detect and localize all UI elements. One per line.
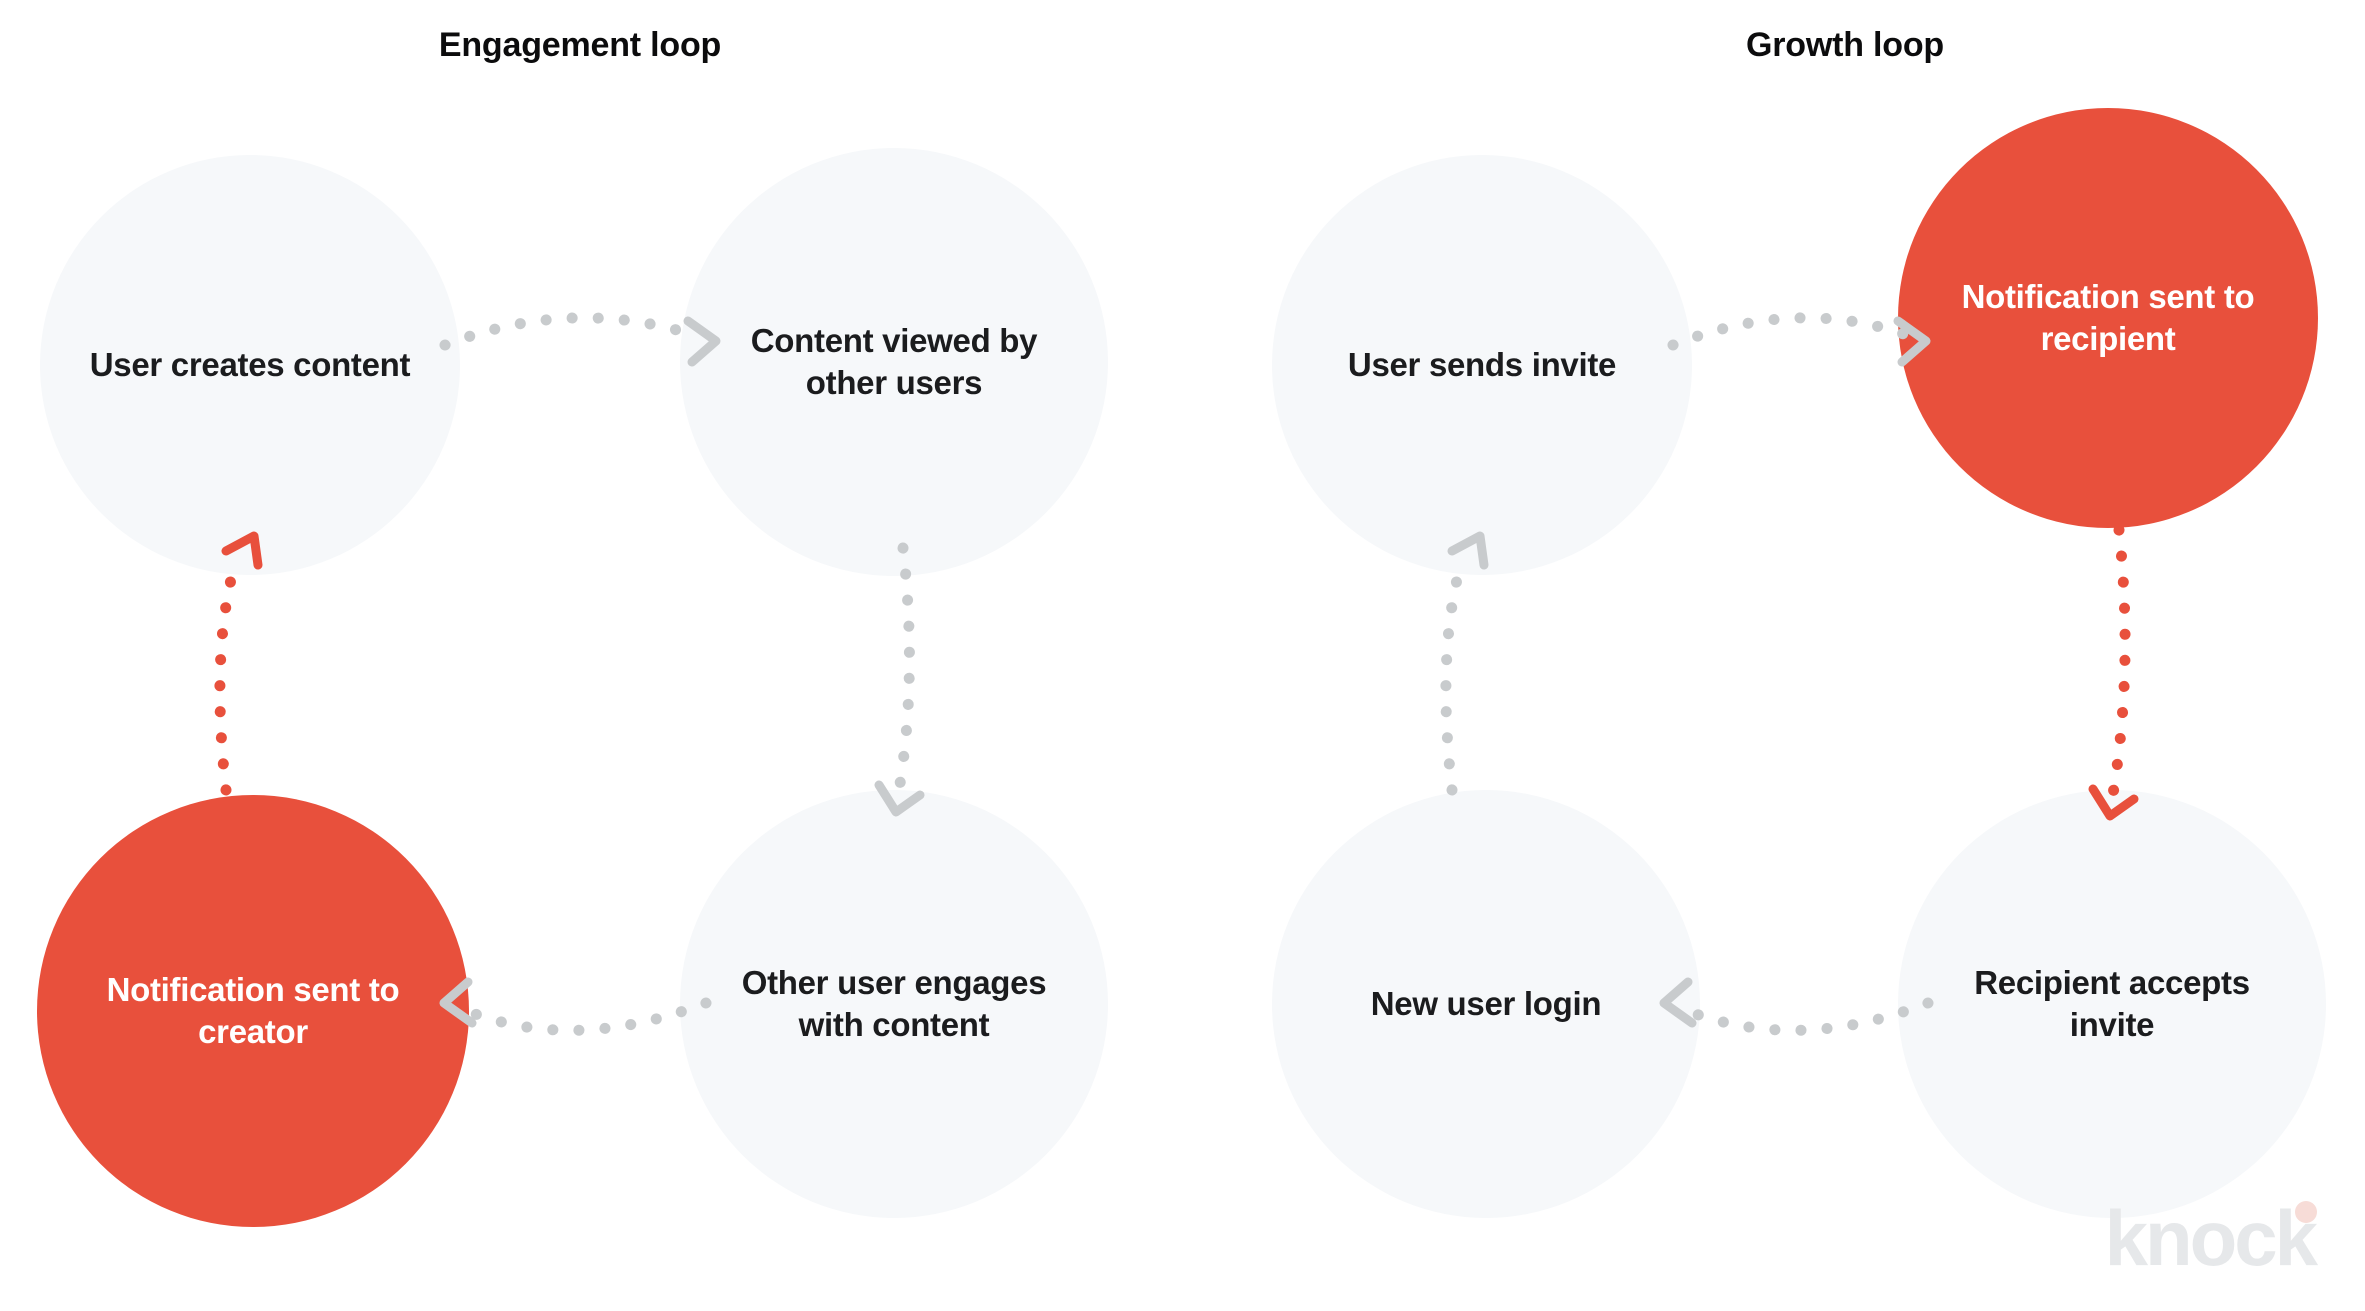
- knock-logo: knock: [2104, 1194, 2318, 1282]
- node-label: Recipient accepts invite: [1974, 963, 2250, 1043]
- edge-viewed-to-engages: [874, 542, 925, 817]
- node-user-sends-invite[interactable]: User sends invite: [1272, 155, 1692, 575]
- node-label: Content viewed by other users: [750, 321, 1038, 401]
- node-recipient-accepts-invite[interactable]: Recipient accepts invite: [1898, 790, 2326, 1218]
- node-label: Notification sent to recipient: [1961, 277, 2255, 357]
- node-notification-sent-to-recipient[interactable]: Notification sent to recipient: [1898, 108, 2318, 528]
- edge-engages-to-notification-creator: [439, 977, 712, 1036]
- knock-logo-dot: [2295, 1201, 2317, 1223]
- edge-notification-recipient-to-accepts: [2088, 524, 2139, 821]
- node-label: User sends invite: [1347, 345, 1617, 383]
- node-content-viewed-by-other-users[interactable]: Content viewed by other users: [680, 148, 1108, 576]
- edge-invite-to-notification-recipient: [1667, 312, 1931, 367]
- node-new-user-login[interactable]: New user login: [1272, 790, 1700, 1218]
- edge-accepts-to-new-user-login: [1659, 977, 1934, 1036]
- edge-creates-to-viewed: [439, 312, 721, 367]
- knock-wordmark: knock: [2104, 1194, 2318, 1282]
- node-user-creates-content[interactable]: User creates content: [40, 155, 460, 575]
- node-other-user-engages-with-content[interactable]: Other user engages with content: [680, 790, 1108, 1218]
- growth-loop-title: Growth loop: [1746, 26, 1944, 64]
- node-label: New user login: [1370, 984, 1602, 1022]
- engagement-loop-title: Engagement loop: [438, 26, 722, 64]
- node-notification-sent-to-creator[interactable]: Notification sent to creator: [37, 795, 469, 1227]
- node-label: User creates content: [89, 345, 411, 383]
- node-label: Other user engages with content: [741, 963, 1047, 1043]
- node-label: Notification sent to creator: [106, 970, 400, 1050]
